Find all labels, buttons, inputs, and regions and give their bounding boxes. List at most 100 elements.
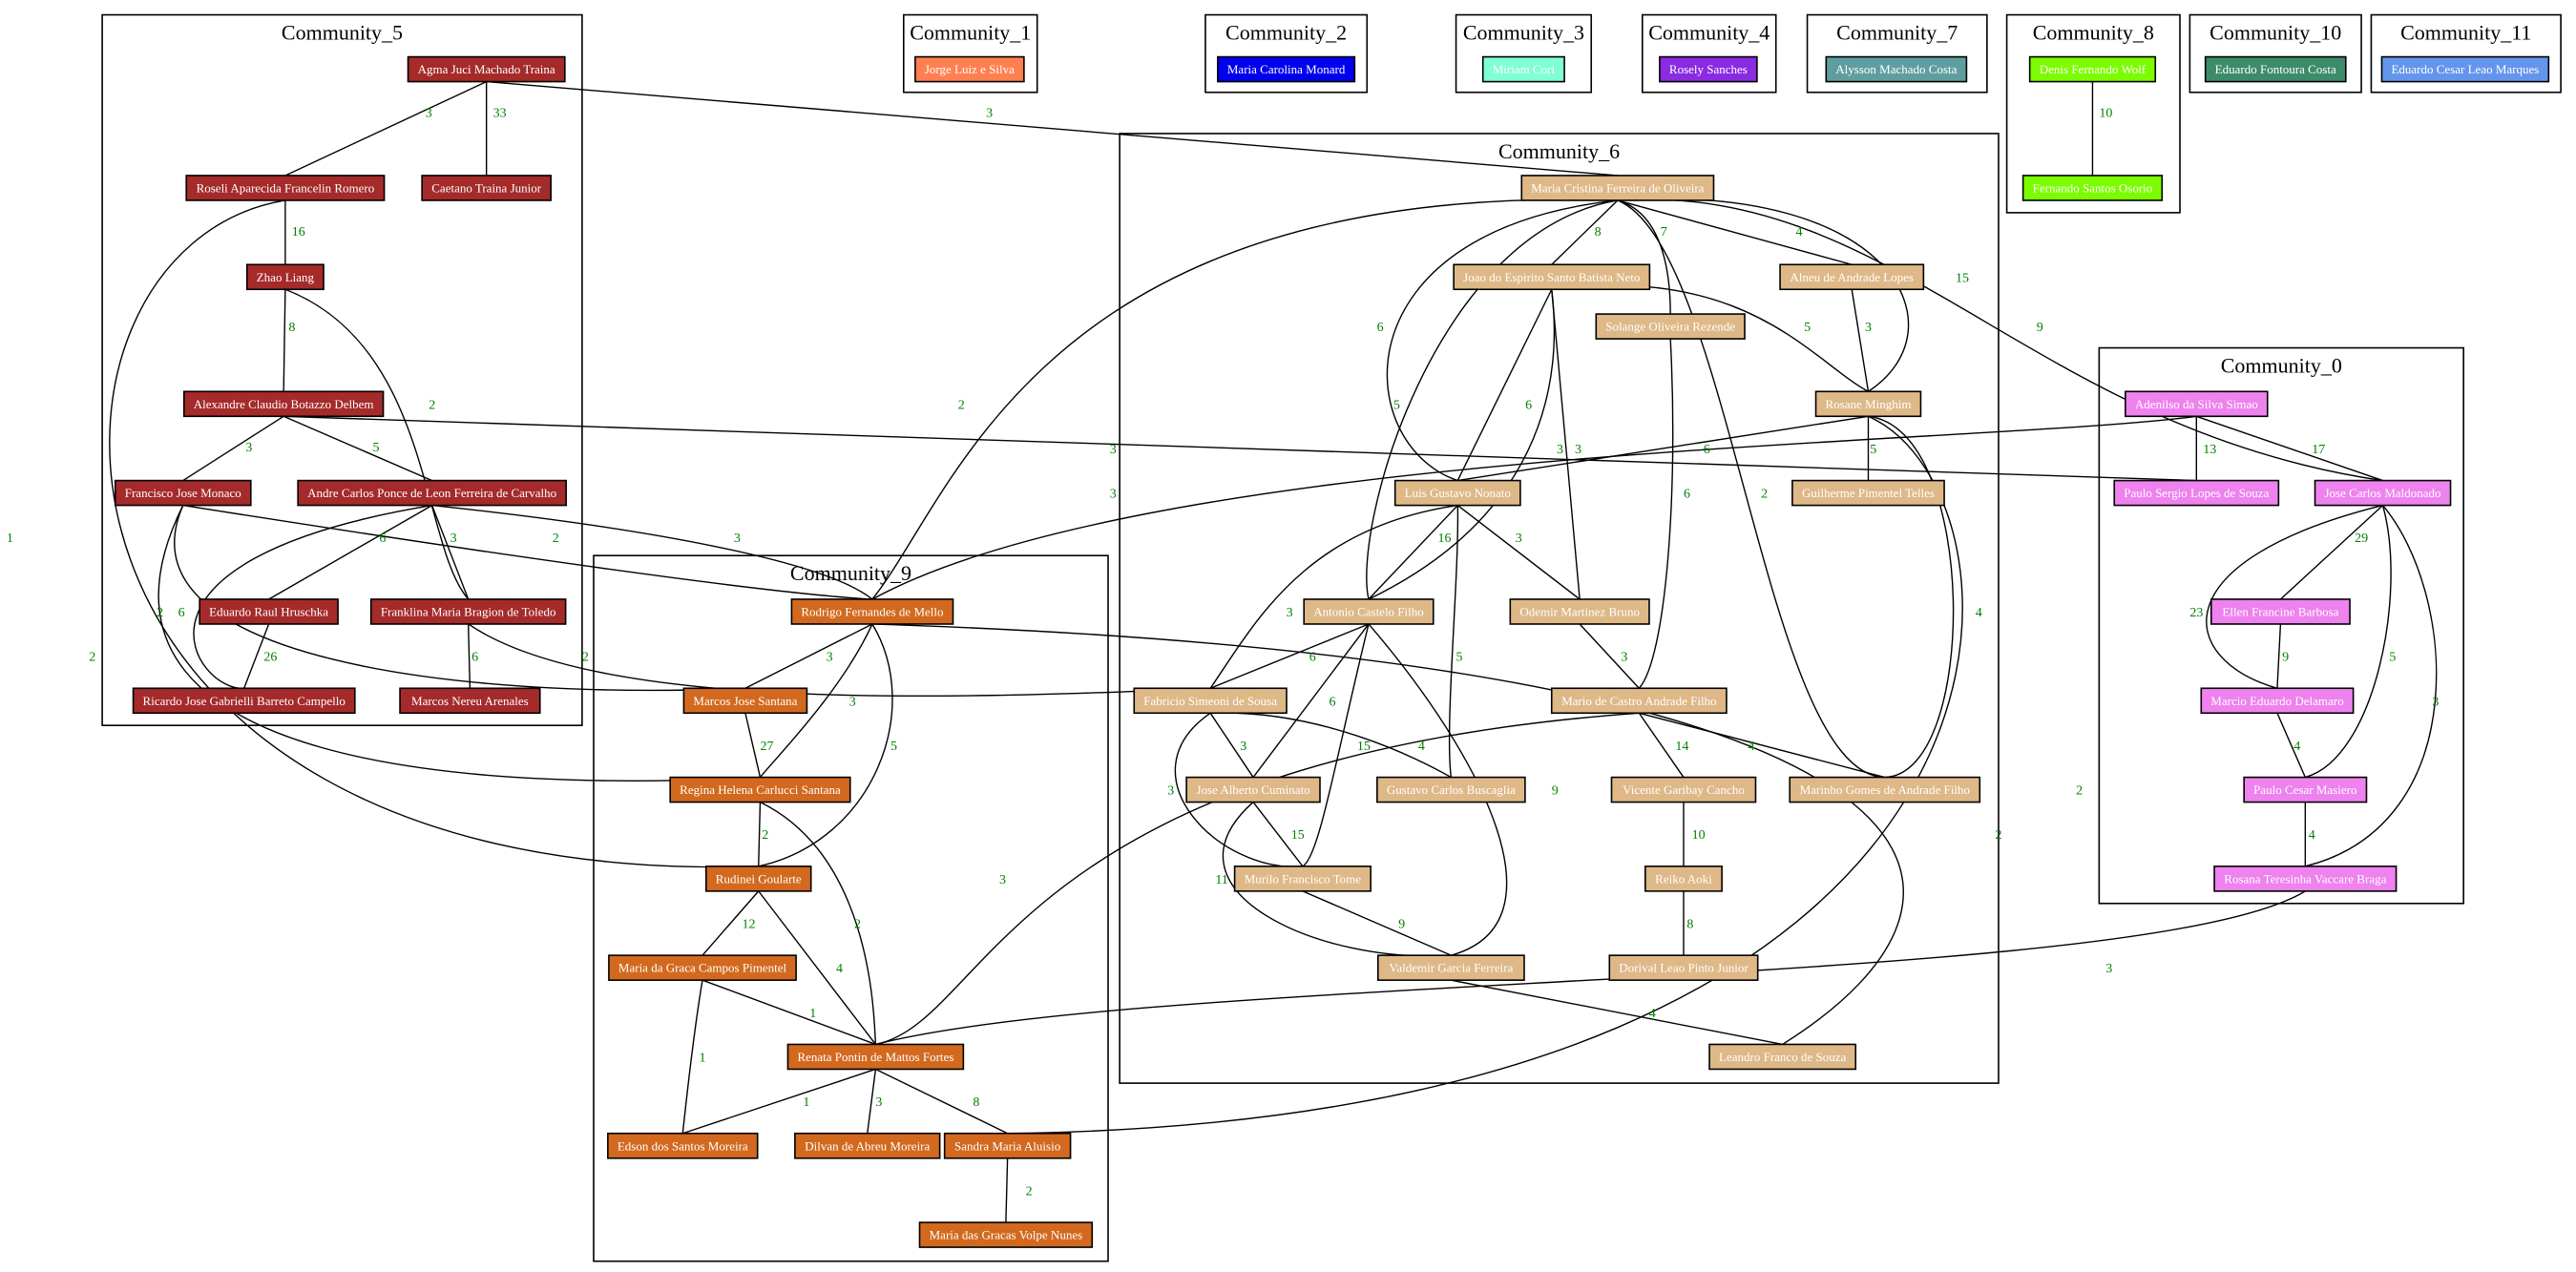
node-mariacarolina[interactable]: Maria Carolina Monard xyxy=(1217,55,1356,83)
node-gustavo[interactable]: Gustavo Carlos Buscaglia xyxy=(1376,776,1526,803)
node-box[interactable] xyxy=(914,55,1025,83)
node-marcio[interactable]: Marcio Eduardo Delamaro xyxy=(2200,687,2355,715)
node-francisco[interactable]: Francisco Jose Monaco xyxy=(114,479,252,507)
node-paulosergio[interactable]: Paulo Sergio Lopes de Souza xyxy=(2113,479,2280,507)
node-caetano[interactable]: Caetano Traina Junior xyxy=(421,175,553,201)
node-box[interactable] xyxy=(1708,1043,1857,1071)
node-box[interactable] xyxy=(2243,776,2368,803)
node-box[interactable] xyxy=(1393,479,1521,507)
node-regina[interactable]: Regina Helena Carlucci Santana xyxy=(669,776,851,803)
node-mariacristina[interactable]: Maria Cristina Ferreira de Oliveira xyxy=(1520,175,1715,201)
node-box[interactable] xyxy=(407,55,566,83)
node-luis[interactable]: Luis Gustavo Nonato xyxy=(1393,479,1521,507)
node-box[interactable] xyxy=(182,390,385,418)
node-box[interactable] xyxy=(245,263,325,291)
node-box[interactable] xyxy=(1217,55,1356,83)
node-eduardofontoura[interactable]: Eduardo Fontoura Costa xyxy=(2204,55,2347,83)
node-box[interactable] xyxy=(1814,390,1922,418)
node-rudinei[interactable]: Rudinei Goularte xyxy=(704,865,812,892)
node-vicente[interactable]: Vicente Garibay Cancho xyxy=(1610,776,1757,803)
node-rosane[interactable]: Rosane Minghim xyxy=(1814,390,1922,418)
node-box[interactable] xyxy=(1791,479,1945,507)
node-paulocesar[interactable]: Paulo Cesar Masiero xyxy=(2243,776,2368,803)
node-box[interactable] xyxy=(1481,55,1565,83)
node-box[interactable] xyxy=(1789,776,1981,803)
node-box[interactable] xyxy=(1550,687,1728,715)
node-fernando[interactable]: Fernando Santos Osorio xyxy=(2021,175,2164,201)
node-marcosjose[interactable]: Marcos Jose Santana xyxy=(682,687,808,715)
node-box[interactable] xyxy=(1644,865,1723,892)
node-box[interactable] xyxy=(943,1132,1072,1159)
node-leandro[interactable]: Leandro Franco de Souza xyxy=(1708,1043,1857,1071)
node-edson[interactable]: Edson dos Santos Moreira xyxy=(607,1132,759,1159)
node-renata[interactable]: Renata Pontin de Mattos Fortes xyxy=(786,1043,965,1071)
node-box[interactable] xyxy=(2028,55,2157,83)
node-box[interactable] xyxy=(794,1132,941,1159)
node-alysson[interactable]: Alysson Machado Costa xyxy=(1825,55,1968,83)
node-miriam[interactable]: Miriam Cori xyxy=(1481,55,1565,83)
node-box[interactable] xyxy=(2213,865,2398,892)
node-eduardocesar[interactable]: Eduardo Cesar Leao Marques xyxy=(2380,55,2550,83)
node-box[interactable] xyxy=(1453,263,1651,291)
node-box[interactable] xyxy=(790,598,954,625)
node-jorge[interactable]: Jorge Luiz e Silva xyxy=(914,55,1025,83)
node-alexandre[interactable]: Alexandre Claudio Botazzo Delbem xyxy=(182,390,385,418)
node-odemir[interactable]: Odemir Martinez Bruno xyxy=(1509,598,1650,625)
node-box[interactable] xyxy=(2314,479,2452,507)
node-marinho[interactable]: Marinho Gomes de Andrade Filho xyxy=(1789,776,1981,803)
node-andre[interactable]: Andre Carlos Ponce de Leon Ferreira de C… xyxy=(297,479,567,507)
node-dilvan[interactable]: Dilvan de Abreu Moreira xyxy=(794,1132,941,1159)
node-reiko[interactable]: Reiko Aoki xyxy=(1644,865,1723,892)
node-box[interactable] xyxy=(786,1043,965,1071)
node-guilherme[interactable]: Guilherme Pimentel Telles xyxy=(1791,479,1945,507)
node-box[interactable] xyxy=(2113,479,2280,507)
node-agma[interactable]: Agma Juci Machado Traina xyxy=(407,55,566,83)
node-box[interactable] xyxy=(185,175,386,201)
node-fabricio[interactable]: Fabricio Simeoni de Sousa xyxy=(1133,687,1288,715)
node-adenilso[interactable]: Adenilso da Silva Simao xyxy=(2125,390,2269,418)
node-mariadasgracas[interactable]: Maria das Gracas Volpe Nunes xyxy=(918,1221,1094,1248)
node-box[interactable] xyxy=(199,598,339,625)
node-solange[interactable]: Solange Oliveira Rezende xyxy=(1595,313,1746,340)
node-box[interactable] xyxy=(1610,776,1757,803)
node-box[interactable] xyxy=(1133,687,1288,715)
node-box[interactable] xyxy=(607,1132,759,1159)
node-josealberto[interactable]: Jose Alberto Cuminato xyxy=(1185,776,1321,803)
node-box[interactable] xyxy=(1376,776,1526,803)
node-box[interactable] xyxy=(1520,175,1715,201)
node-box[interactable] xyxy=(2380,55,2550,83)
node-box[interactable] xyxy=(2204,55,2347,83)
node-box[interactable] xyxy=(2021,175,2164,201)
node-rosana[interactable]: Rosana Teresinha Vaccare Braga xyxy=(2213,865,2398,892)
node-murilo[interactable]: Murilo Francisco Tome xyxy=(1233,865,1372,892)
node-box[interactable] xyxy=(1185,776,1321,803)
node-box[interactable] xyxy=(2125,390,2269,418)
node-rosely[interactable]: Rosely Sanches xyxy=(1659,55,1758,83)
node-mario[interactable]: Mario de Castro Andrade Filho xyxy=(1550,687,1728,715)
node-dorival[interactable]: Dorival Leao Pinto Junior xyxy=(1608,954,1759,981)
node-box[interactable] xyxy=(1303,598,1435,625)
node-box[interactable] xyxy=(421,175,553,201)
node-eduardoraul[interactable]: Eduardo Raul Hruschka xyxy=(199,598,339,625)
node-joao[interactable]: Joao do Espirito Santo Batista Neto xyxy=(1453,263,1651,291)
node-marcosnereu[interactable]: Marcos Nereu Arenales xyxy=(399,687,541,715)
node-ellen[interactable]: Ellen Francine Barbosa xyxy=(2209,598,2351,625)
node-box[interactable] xyxy=(669,776,851,803)
node-josecarlos[interactable]: Jose Carlos Maldonado xyxy=(2314,479,2452,507)
node-mariadagraca[interactable]: Maria da Graca Campos Pimentel xyxy=(608,954,797,981)
node-box[interactable] xyxy=(132,687,356,715)
node-box[interactable] xyxy=(682,687,808,715)
node-box[interactable] xyxy=(1779,263,1925,291)
node-zhao[interactable]: Zhao Liang xyxy=(245,263,325,291)
node-franklina[interactable]: Franklina Maria Bragion de Toledo xyxy=(369,598,567,625)
node-box[interactable] xyxy=(114,479,252,507)
node-box[interactable] xyxy=(1608,954,1759,981)
node-box[interactable] xyxy=(608,954,797,981)
node-valdemir[interactable]: Valdemir Garcia Ferreira xyxy=(1376,954,1525,981)
node-box[interactable] xyxy=(1233,865,1372,892)
node-box[interactable] xyxy=(1659,55,1758,83)
node-alneu[interactable]: Alneu de Andrade Lopes xyxy=(1779,263,1925,291)
node-ricardo[interactable]: Ricardo Jose Gabrielli Barreto Campello xyxy=(132,687,356,715)
node-box[interactable] xyxy=(1376,954,1525,981)
node-roseli[interactable]: Roseli Aparecida Francelin Romero xyxy=(185,175,386,201)
